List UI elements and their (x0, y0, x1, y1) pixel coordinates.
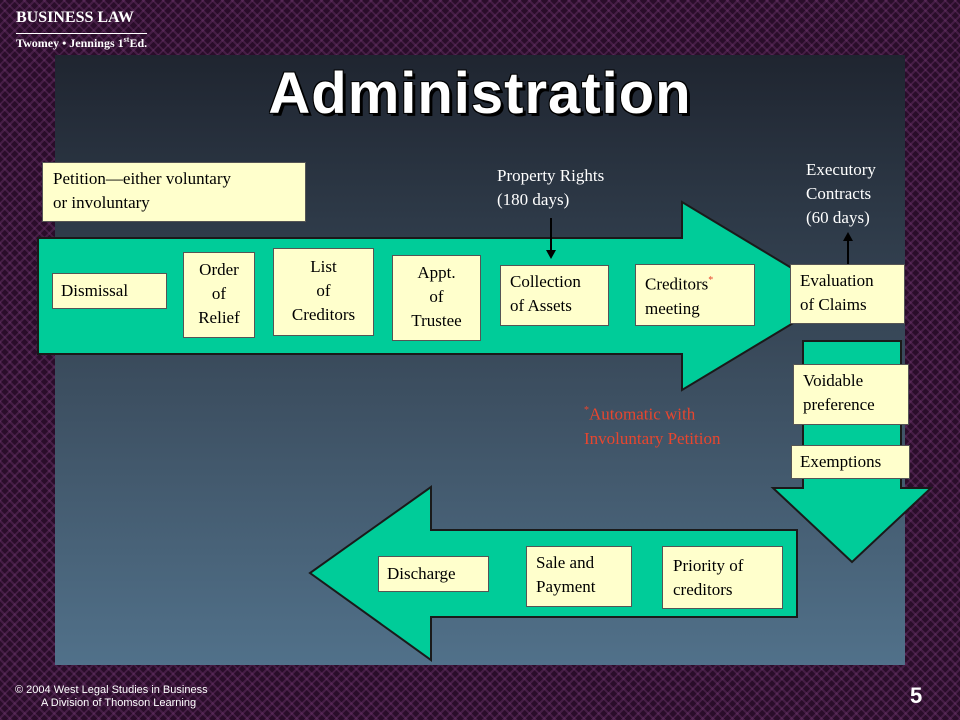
executory-contracts-arrowhead (843, 232, 853, 241)
property-rights-arrowhead (546, 250, 556, 259)
slide-title: Administration (268, 61, 692, 126)
copyright-footer: © 2004 West Legal Studies in Business A … (15, 684, 208, 709)
property-rights-label: Property Rights(180 days) (497, 166, 605, 209)
exemptions-box: Exemptions (791, 445, 910, 479)
discharge-box: Discharge (378, 556, 489, 592)
dismissal-box: Dismissal (52, 273, 167, 309)
course-authors: Twomey • Jennings 1stEd. (16, 33, 148, 50)
course-title: BUSINESS LAW (16, 9, 134, 26)
creditors-meeting-box: Creditors*meeting (635, 264, 755, 326)
page-number: 5 (910, 683, 923, 708)
